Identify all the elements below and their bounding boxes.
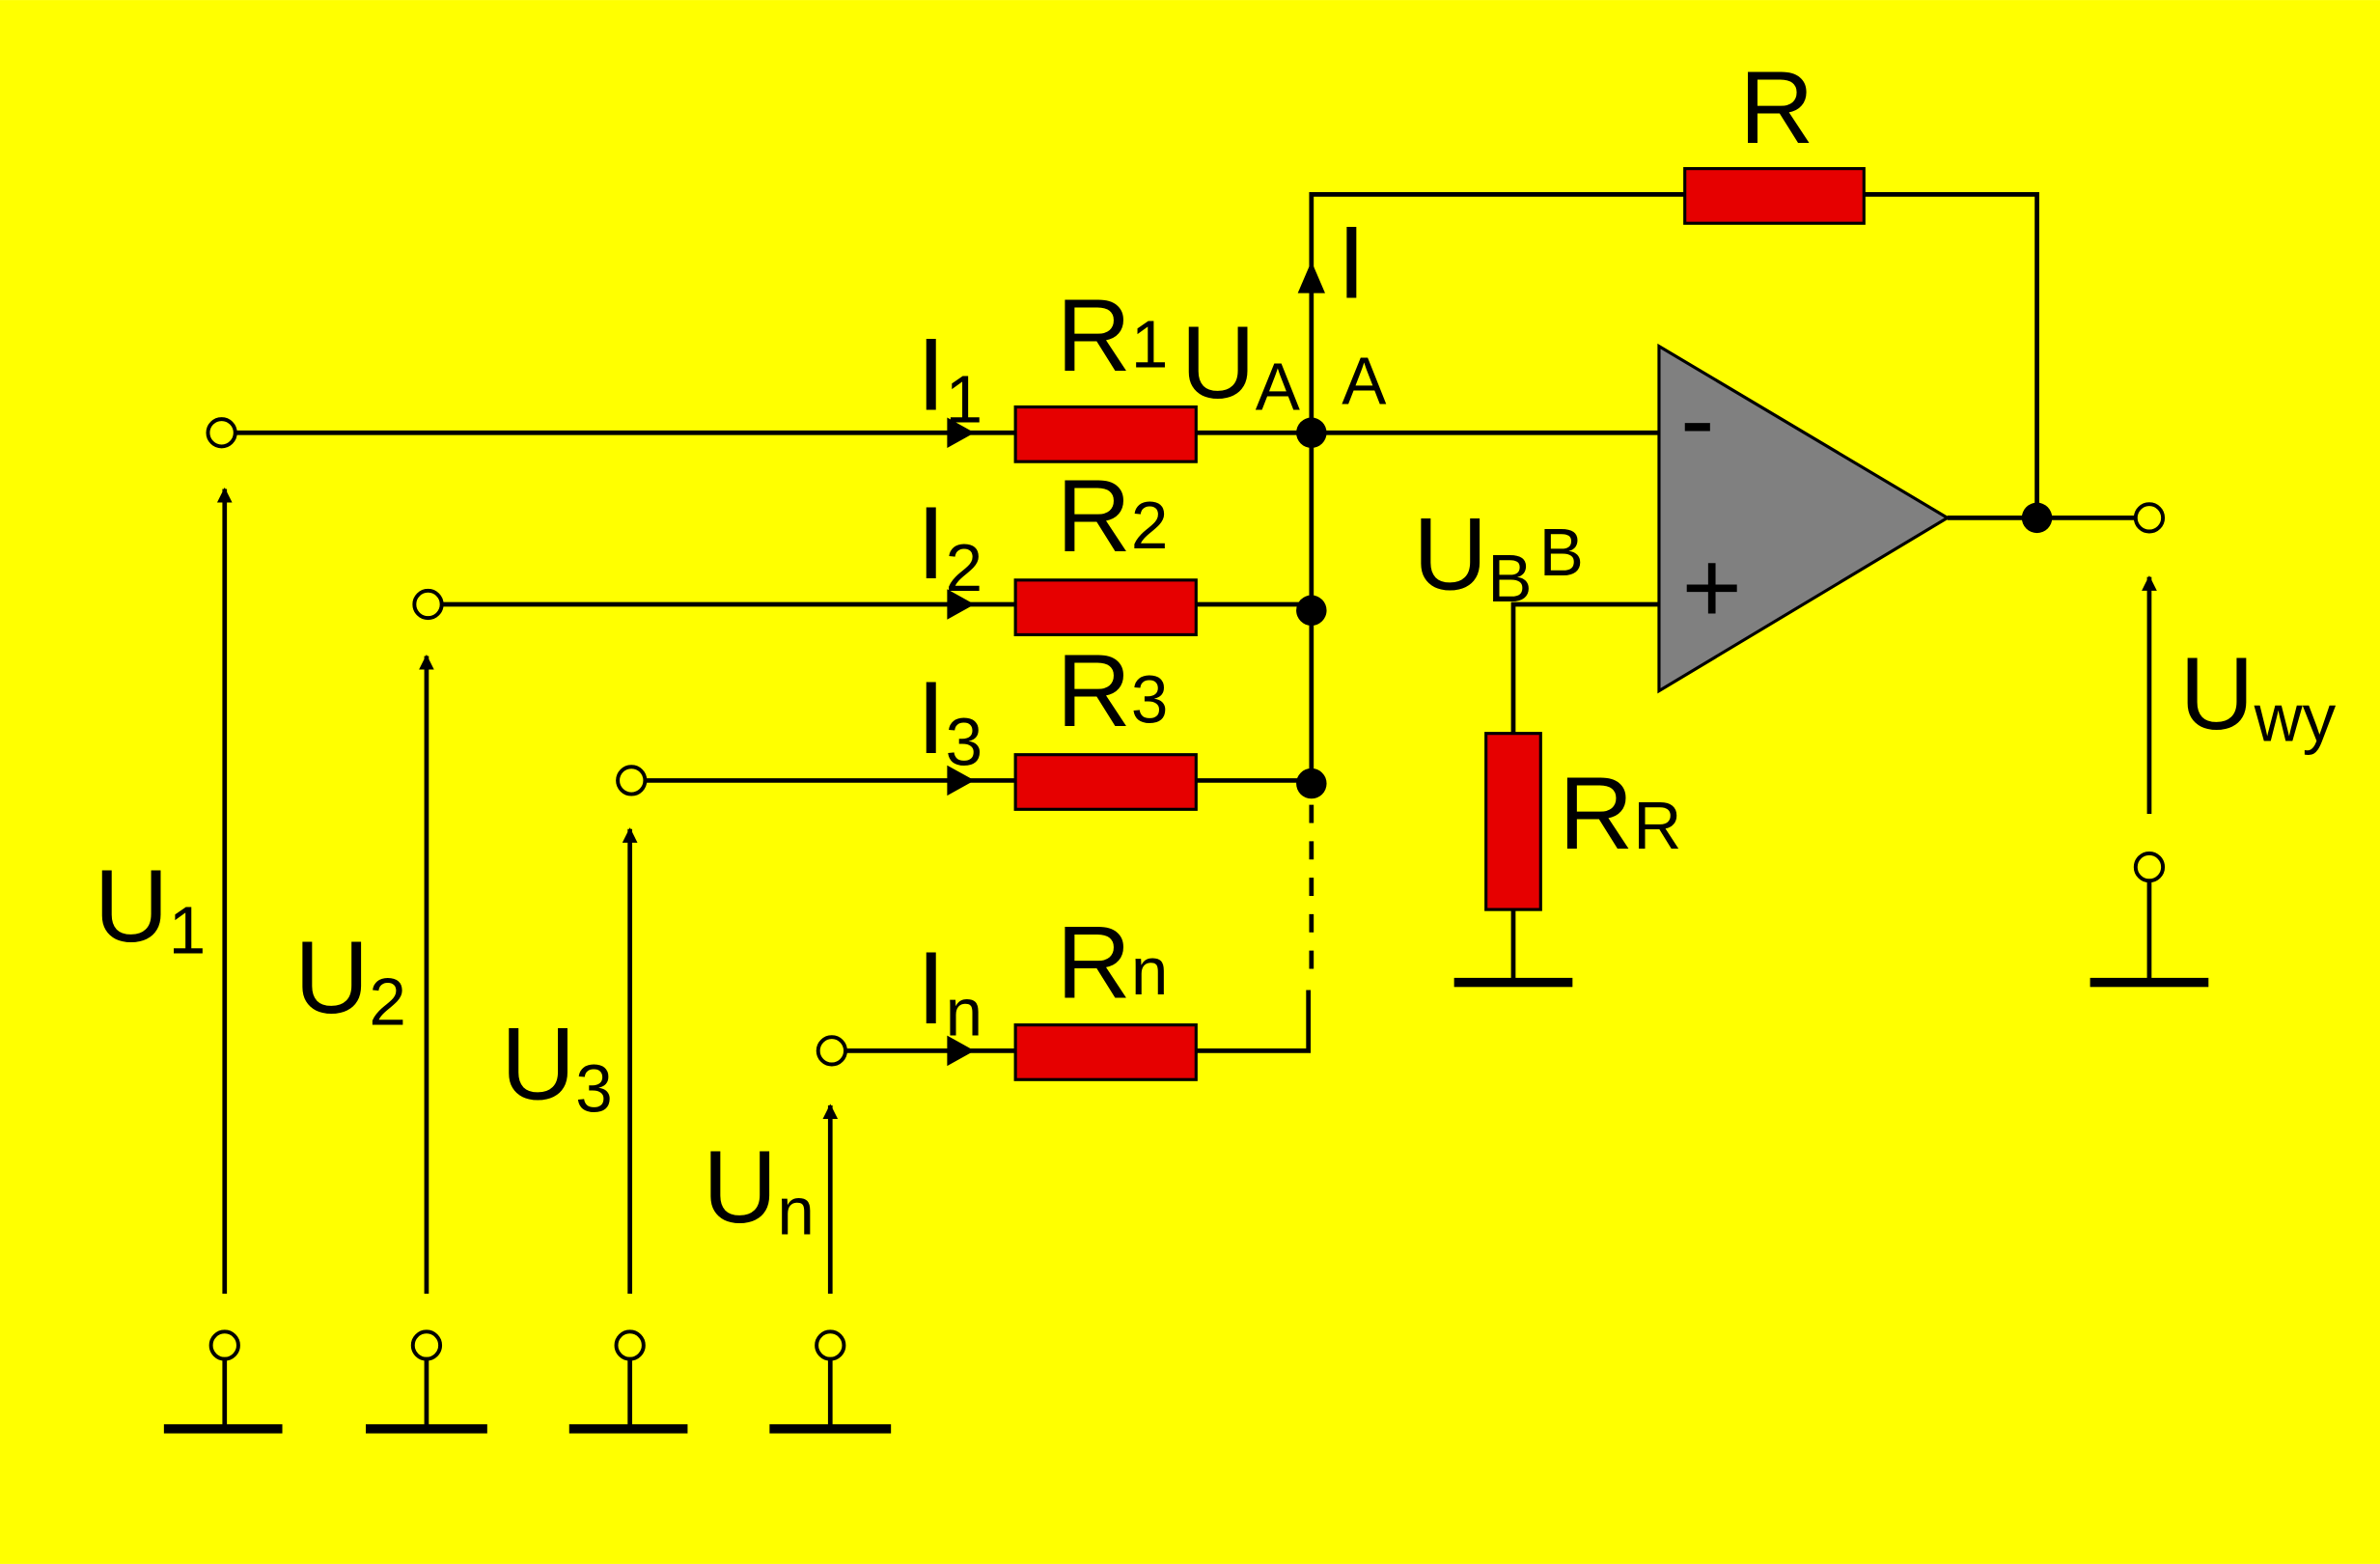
terminal-input-n xyxy=(816,1035,847,1067)
current-arrow-2 xyxy=(947,589,975,620)
label-r-feedback: R xyxy=(1739,49,1813,165)
current-arrow-n xyxy=(947,1035,975,1067)
opamp-noninverting-sign: + xyxy=(1682,529,1742,645)
label-un: Un xyxy=(703,1129,815,1249)
feedback-wire xyxy=(1309,192,2039,518)
ground-u3 xyxy=(568,1329,688,1434)
junction-3 xyxy=(1296,768,1327,799)
ground-rr xyxy=(1453,977,1573,988)
terminal-output xyxy=(2133,502,2166,534)
label-i3: I3 xyxy=(917,659,982,780)
opamp-inverting-sign: - xyxy=(1680,360,1715,476)
resistor-r-feedback xyxy=(1683,167,1866,225)
feedback-current-arrow xyxy=(1297,261,1325,293)
resistor-r2 xyxy=(1013,578,1198,637)
current-arrow-1 xyxy=(947,417,975,449)
terminal-input-1 xyxy=(206,417,237,449)
label-r3: R3 xyxy=(1057,632,1169,748)
label-rn: Rn xyxy=(1057,904,1169,1019)
terminal-output-ground xyxy=(2133,851,2166,883)
label-node-b: B xyxy=(1539,515,1584,590)
label-ua: UA xyxy=(1181,304,1301,425)
label-rr: RR xyxy=(1559,755,1681,871)
label-i2: I2 xyxy=(917,485,982,605)
junction-node-a xyxy=(1296,417,1327,449)
ground-u1 xyxy=(163,1329,283,1434)
junction-2 xyxy=(1296,595,1327,627)
label-node-a: A xyxy=(1342,343,1387,418)
label-current-i: I xyxy=(1338,204,1367,320)
resistor-rn xyxy=(1013,1023,1198,1081)
ground-un xyxy=(769,1329,892,1434)
resistor-r1 xyxy=(1013,405,1198,463)
label-u2: U2 xyxy=(294,919,406,1040)
label-u3: U3 xyxy=(501,1006,613,1127)
label-uwy: Uwy xyxy=(2179,635,2336,756)
ground-u2 xyxy=(366,1329,487,1434)
junction-output xyxy=(2021,502,2053,534)
terminal-input-2 xyxy=(412,588,444,621)
terminal-input-3 xyxy=(616,765,648,796)
resistor-r3 xyxy=(1013,753,1198,811)
label-i1: I1 xyxy=(917,317,982,437)
opamp-triangle xyxy=(1657,343,1951,694)
label-in: In xyxy=(917,930,982,1050)
resistor-rr xyxy=(1484,732,1542,911)
current-arrow-3 xyxy=(947,765,975,796)
label-u1: U1 xyxy=(95,848,207,968)
wire-input-n xyxy=(844,990,1312,1053)
wire-noninverting-input xyxy=(1510,601,1659,736)
label-r1: R1 xyxy=(1057,277,1169,393)
label-r2: R2 xyxy=(1057,458,1169,573)
label-ub: UB xyxy=(1413,495,1532,616)
ground-output xyxy=(2089,880,2209,988)
